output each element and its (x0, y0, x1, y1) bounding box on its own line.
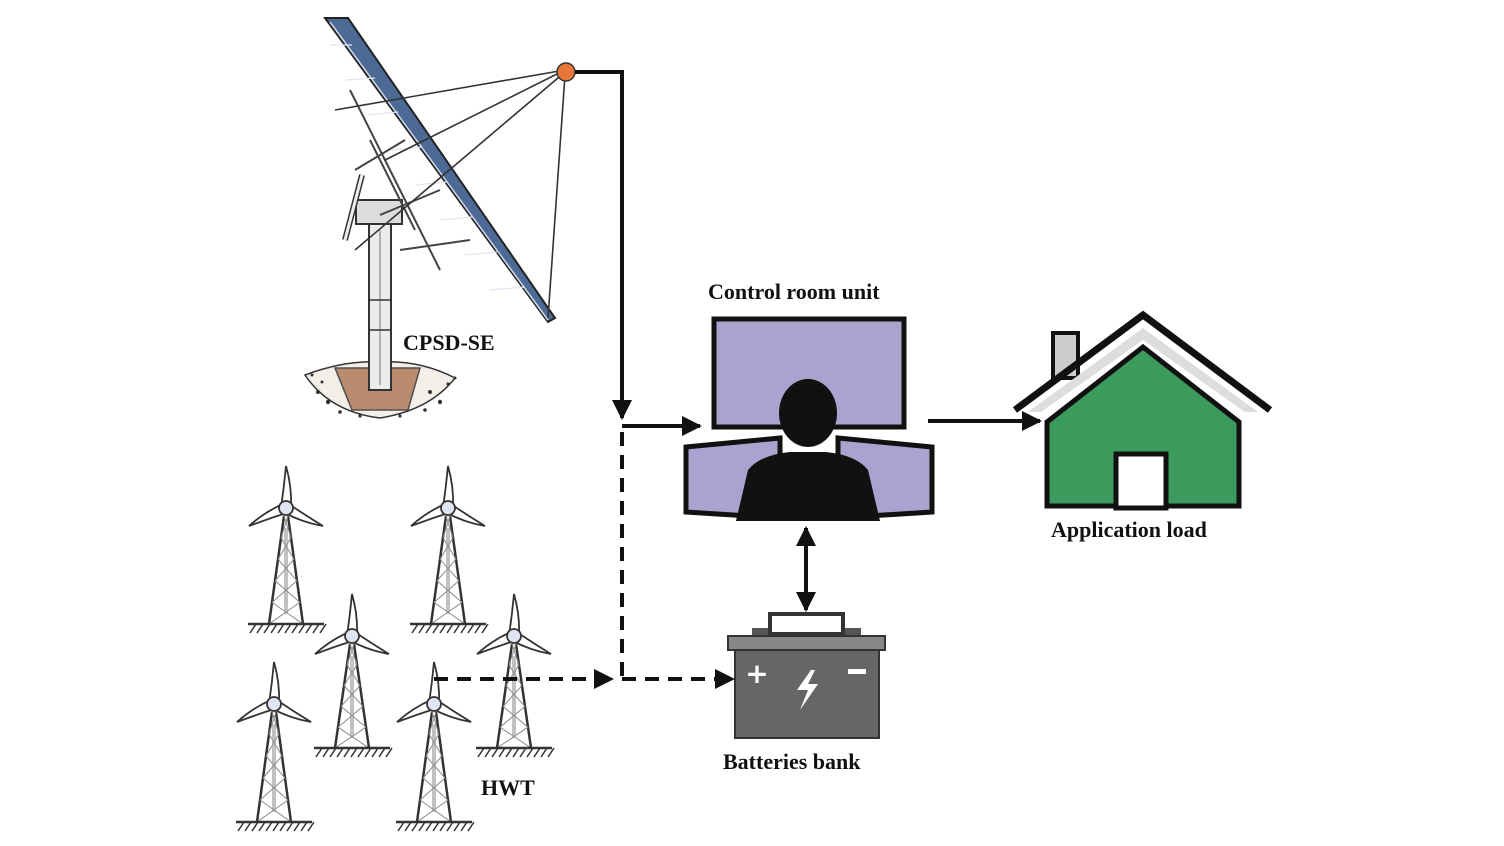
roof-outline (1012, 310, 1273, 413)
operator-silhouette-icon (683, 316, 935, 521)
pedestal-cap (355, 199, 403, 225)
gravel (310, 373, 457, 418)
dish-panels (323, 17, 557, 324)
house-body (1044, 343, 1242, 509)
dish-to-junction-line (575, 70, 632, 420)
wind-turbine-icon (314, 593, 393, 758)
wind-turbine-farm (236, 465, 555, 832)
battery-post-left (752, 628, 768, 638)
battery-post-right (845, 628, 861, 638)
connection-lines (434, 70, 1042, 689)
wind-turbine-icon (396, 661, 475, 832)
house-icon (1012, 310, 1273, 511)
roof-shade (1028, 328, 1258, 412)
solar-dish-icon (303, 17, 576, 419)
battery-terminal-top (768, 612, 845, 636)
battery-lid (727, 635, 886, 651)
hwt-label: HWT (481, 775, 535, 800)
operator-body (736, 452, 880, 521)
cpsd-se-label: CPSD-SE (403, 330, 495, 355)
svg-text:+: + (745, 657, 768, 690)
lightning-icon (797, 670, 818, 710)
operator-head (779, 379, 837, 447)
house-door (1113, 451, 1169, 511)
wind-turbine-icon (410, 465, 489, 634)
control-room-label: Control room unit (708, 279, 880, 304)
receiver-struts (334, 69, 566, 319)
wind-turbine-icon (236, 661, 315, 832)
wind-turbine-icon (476, 593, 555, 758)
receiver (556, 62, 576, 82)
battery-body (734, 649, 880, 739)
dish-truss (349, 89, 471, 271)
wind-turbine-icon (248, 465, 327, 634)
application-load-label: Application load (1051, 517, 1207, 542)
battery-icon: + (727, 612, 886, 739)
batteries-bank-label: Batteries bank (723, 749, 861, 774)
